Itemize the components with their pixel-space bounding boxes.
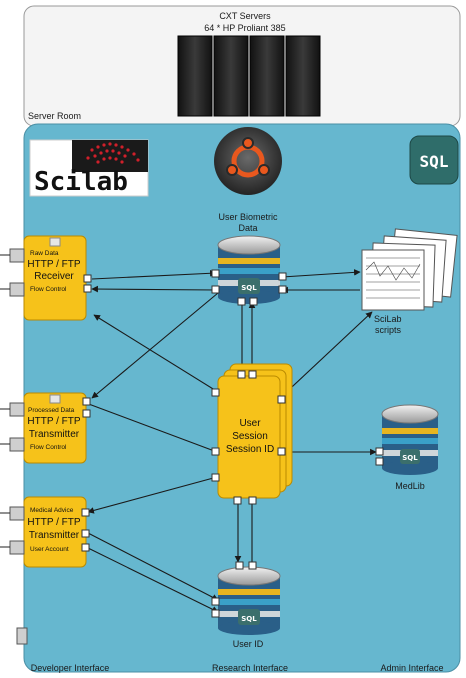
- svg-text:Flow Control: Flow Control: [30, 286, 67, 293]
- line-transmitter1-session: [85, 402, 218, 453]
- port: [237, 370, 246, 379]
- port: [211, 609, 220, 618]
- db-medlib-badge: SQL: [402, 454, 418, 462]
- line-transmitter2-to-userid-a: [87, 532, 219, 601]
- db-userid: SQL: [217, 566, 281, 635]
- db-medlib: SQL: [381, 404, 439, 475]
- db-biometric-label-2: Data: [238, 223, 257, 233]
- port: [375, 447, 384, 456]
- box-transmitter-2: Medical Advice HTTP / FTP Transmitter Us…: [23, 496, 87, 568]
- port: [81, 508, 90, 517]
- port: [81, 529, 90, 538]
- port: [278, 285, 287, 294]
- port: [82, 397, 91, 406]
- port: [211, 269, 220, 278]
- session-line2: Session: [232, 431, 268, 442]
- db-biometric-badge: SQL: [241, 284, 257, 292]
- port-external: [9, 248, 25, 263]
- db-userid-label: User ID: [233, 639, 264, 649]
- box-receiver: Raw Data HTTP / FTP Receiver Flow Contro…: [23, 235, 87, 321]
- db-biometric-label: User Biometric: [218, 212, 278, 222]
- port: [233, 496, 242, 505]
- port: [83, 284, 92, 293]
- box-transmitter-1: Processed Data HTTP / FTP Transmitter Fl…: [23, 392, 87, 464]
- admin-interface-label: Admin Interface: [380, 663, 443, 673]
- server-room-label: Server Room: [28, 111, 81, 121]
- sql-logo: SQL: [409, 135, 459, 185]
- ubuntu-logo: [214, 127, 282, 195]
- svg-text:Transmitter: Transmitter: [29, 429, 80, 440]
- scilab-scripts: [361, 228, 458, 311]
- svg-text:User Account: User Account: [30, 546, 69, 553]
- line-db-to-transmitter1: [91, 292, 219, 399]
- server-rack-3: [249, 35, 285, 117]
- port: [83, 274, 92, 283]
- port: [211, 597, 220, 606]
- port-external: [16, 627, 28, 645]
- port: [248, 370, 257, 379]
- line-session-to-receiver: [93, 314, 219, 393]
- session-line1: User: [239, 418, 261, 429]
- port: [211, 388, 220, 397]
- line-db-to-scripts: [281, 269, 361, 278]
- server-rack-1: [177, 35, 213, 117]
- svg-text:Flow Control: Flow Control: [30, 444, 67, 451]
- port: [211, 447, 220, 456]
- port: [235, 561, 244, 570]
- port: [248, 561, 257, 570]
- port: [81, 543, 90, 552]
- line-session-to-transmitter2: [87, 476, 218, 514]
- port: [278, 272, 287, 281]
- port: [211, 473, 220, 482]
- scripts-label-2: scripts: [375, 325, 402, 335]
- db-userid-badge: SQL: [241, 615, 257, 623]
- port: [237, 297, 246, 306]
- svg-text:Raw Data: Raw Data: [30, 250, 59, 257]
- port: [248, 496, 257, 505]
- line-receiver-to-db: [91, 269, 217, 280]
- port-external: [9, 437, 25, 452]
- server-rack-2: [213, 35, 249, 117]
- port: [211, 285, 220, 294]
- port: [82, 409, 91, 418]
- db-medlib-label: MedLib: [395, 481, 425, 491]
- port: [277, 395, 286, 404]
- connections: [85, 269, 377, 613]
- port-external: [9, 506, 25, 521]
- server-rack-4: [285, 35, 321, 117]
- scilab-logo: Scilab: [29, 139, 149, 197]
- servers-title: CXT Servers: [219, 11, 271, 21]
- svg-text:Processed Data: Processed Data: [28, 407, 75, 414]
- svg-text:HTTP / FTP: HTTP / FTP: [27, 517, 80, 528]
- developer-interface-label: Developer Interface: [31, 663, 110, 673]
- servers-subtitle: 64 * HP Proliant 385: [204, 23, 285, 33]
- port: [375, 457, 384, 466]
- line-session-to-scripts: [277, 311, 373, 401]
- svg-text:SQL: SQL: [420, 152, 449, 171]
- port-external: [9, 402, 25, 417]
- session-line3: Session ID: [226, 444, 274, 455]
- server-racks: [177, 35, 321, 117]
- port-external: [9, 282, 25, 297]
- svg-text:HTTP / FTP: HTTP / FTP: [27, 416, 80, 427]
- research-interface-label: Research Interface: [212, 663, 288, 673]
- port: [249, 297, 258, 306]
- svg-text:Receiver: Receiver: [34, 271, 74, 282]
- svg-text:HTTP / FTP: HTTP / FTP: [27, 259, 80, 270]
- user-session: User Session Session ID: [217, 363, 293, 499]
- svg-text:Medical Advice: Medical Advice: [30, 507, 74, 514]
- scripts-label: SciLab: [374, 314, 402, 324]
- port: [277, 447, 286, 456]
- svg-text:Transmitter: Transmitter: [29, 530, 80, 541]
- port-external: [9, 540, 25, 555]
- svg-text:Scilab: Scilab: [34, 167, 128, 197]
- db-biometric: SQL: [217, 235, 281, 304]
- line-db-to-receiver: [91, 285, 217, 293]
- line-transmitter2-to-userid-b: [87, 547, 219, 613]
